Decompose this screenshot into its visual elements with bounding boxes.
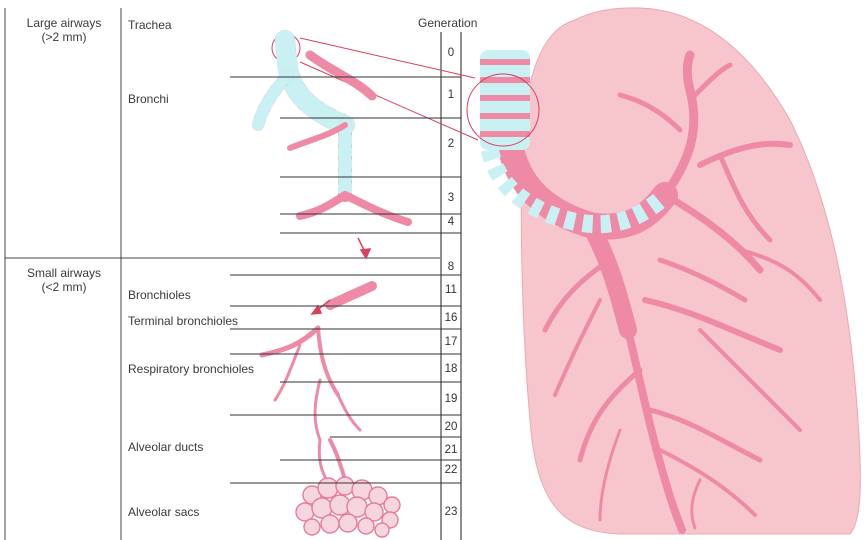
- generation-title: Generation: [418, 16, 477, 30]
- gen-21: 21: [442, 444, 460, 456]
- small-airways-illustration: [262, 286, 372, 482]
- gen-3: 3: [442, 192, 460, 204]
- gen-17: 17: [442, 336, 460, 348]
- label-alveolar-sacs: Alveolar sacs: [128, 505, 199, 519]
- bronchi-illustration: [258, 40, 408, 222]
- label-terminal-bronchioles: Terminal bronchioles: [128, 314, 238, 328]
- gen-19: 19: [442, 393, 460, 405]
- label-trachea: Trachea: [128, 18, 172, 32]
- gen-8: 8: [442, 261, 460, 273]
- gen-22: 22: [442, 464, 460, 476]
- gen-20: 20: [442, 421, 460, 433]
- label-alveolar-ducts: Alveolar ducts: [128, 440, 203, 454]
- alveolar-sacs-illustration: [296, 477, 400, 537]
- large-airways-label: Large airways (>2 mm): [18, 16, 110, 44]
- label-bronchi: Bronchi: [128, 92, 169, 106]
- label-respiratory-bronchioles: Respiratory bronchioles: [128, 362, 254, 376]
- small-airways-label: Small airways (<2 mm): [18, 266, 110, 294]
- gen-16: 16: [442, 312, 460, 324]
- label-bronchioles: Bronchioles: [128, 288, 191, 302]
- gen-23: 23: [442, 506, 460, 518]
- gen-18: 18: [442, 363, 460, 375]
- gen-1: 1: [442, 89, 460, 101]
- gen-11: 11: [442, 284, 460, 296]
- gen-0: 0: [442, 47, 460, 59]
- gen-2: 2: [442, 138, 460, 150]
- gen-4: 4: [442, 216, 460, 228]
